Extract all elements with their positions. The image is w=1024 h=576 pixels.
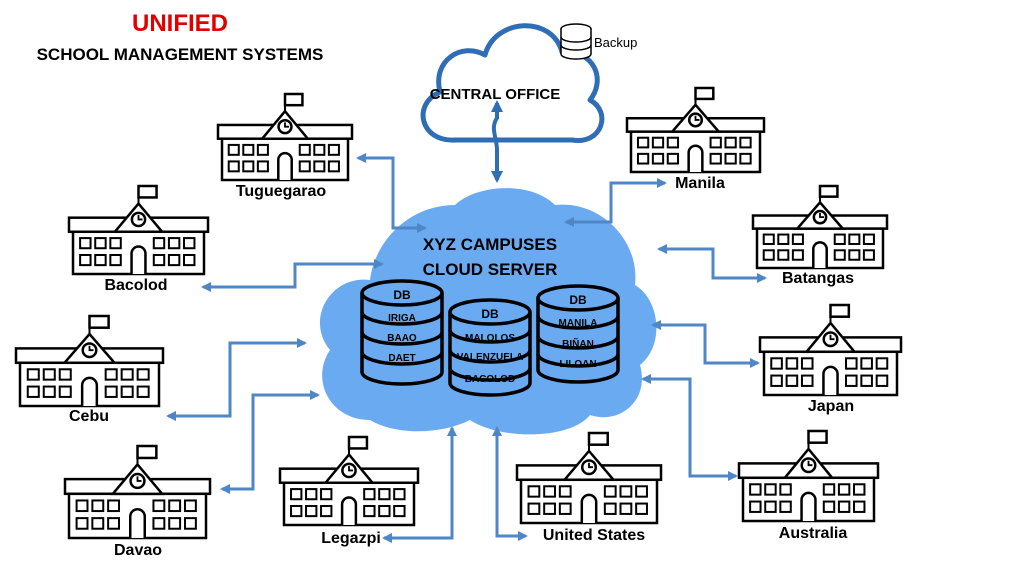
database-icon	[536, 284, 620, 384]
campus-label-batangas: Batangas	[781, 270, 855, 287]
arrow-united-states	[492, 426, 528, 541]
campus-label-australia: Australia	[778, 525, 848, 542]
campus-label-davao: Davao	[113, 542, 163, 559]
arrow-bacolod	[201, 259, 384, 292]
school-building-icon	[14, 314, 165, 408]
arrow-batangas	[657, 244, 767, 283]
school-building-icon	[737, 429, 880, 523]
db-item: BIÑAN	[562, 339, 594, 350]
connection-arrows	[166, 153, 767, 543]
backup-database-icon	[560, 23, 592, 60]
campus-label-tuguegarao: Tuguegarao	[235, 183, 327, 200]
cloud-server-label: XYZ CAMPUSES CLOUD SERVER	[400, 232, 580, 282]
database-icon	[448, 298, 532, 397]
db-item: IRIGA	[388, 313, 416, 324]
campus-label-legazpi: Legazpi	[321, 530, 381, 547]
school-building-icon	[63, 444, 212, 540]
arrow-japan	[651, 320, 760, 368]
campus-label-bacolod: Bacolod	[104, 277, 168, 294]
backup-label: Backup	[594, 35, 638, 50]
campus-label-japan: Japan	[807, 398, 855, 415]
campus-label-cebu: Cebu	[69, 408, 109, 425]
central-office-label: CENTRAL OFFICE	[429, 86, 561, 103]
school-building-icon	[67, 184, 210, 276]
cloud-server-line-1: XYZ CAMPUSES	[422, 235, 558, 254]
arrow-manila	[564, 178, 667, 227]
arrow-tuguegarao	[356, 153, 427, 233]
database-group	[360, 279, 620, 397]
school-building-icon	[216, 92, 354, 182]
db-item: MANILA	[558, 318, 598, 329]
db-title: DB	[393, 288, 411, 302]
campus-label-united-states: United States	[542, 527, 646, 544]
arrow-australia	[641, 374, 738, 481]
arrow-cebu	[166, 338, 307, 421]
db-item: MALOLOS	[465, 333, 515, 344]
arrow-davao	[220, 390, 320, 494]
db-title: DB	[569, 293, 587, 307]
school-building-icon	[278, 435, 420, 527]
campus-label-manila: Manila	[675, 175, 725, 192]
db-title: DB	[481, 307, 499, 321]
arrow-legazpi	[382, 426, 457, 543]
school-building-icon	[625, 86, 766, 174]
db-item: LILOAN	[559, 359, 597, 370]
school-buildings	[14, 86, 903, 540]
school-building-icon	[758, 303, 903, 397]
school-building-icon	[515, 431, 663, 525]
db-item: VALENZUELA	[456, 352, 524, 363]
db-item: BAAO	[387, 333, 417, 344]
title-subtitle: SCHOOL MANAGEMENT SYSTEMS	[36, 45, 324, 64]
school-building-icon	[751, 184, 889, 270]
cloud-server-line-2: CLOUD SERVER	[422, 260, 558, 279]
db-item: BACOLOD	[464, 374, 516, 385]
title-main: UNIFIED	[132, 10, 228, 37]
central-office-cloud-icon	[420, 23, 605, 183]
db-item: DAET	[388, 353, 416, 364]
